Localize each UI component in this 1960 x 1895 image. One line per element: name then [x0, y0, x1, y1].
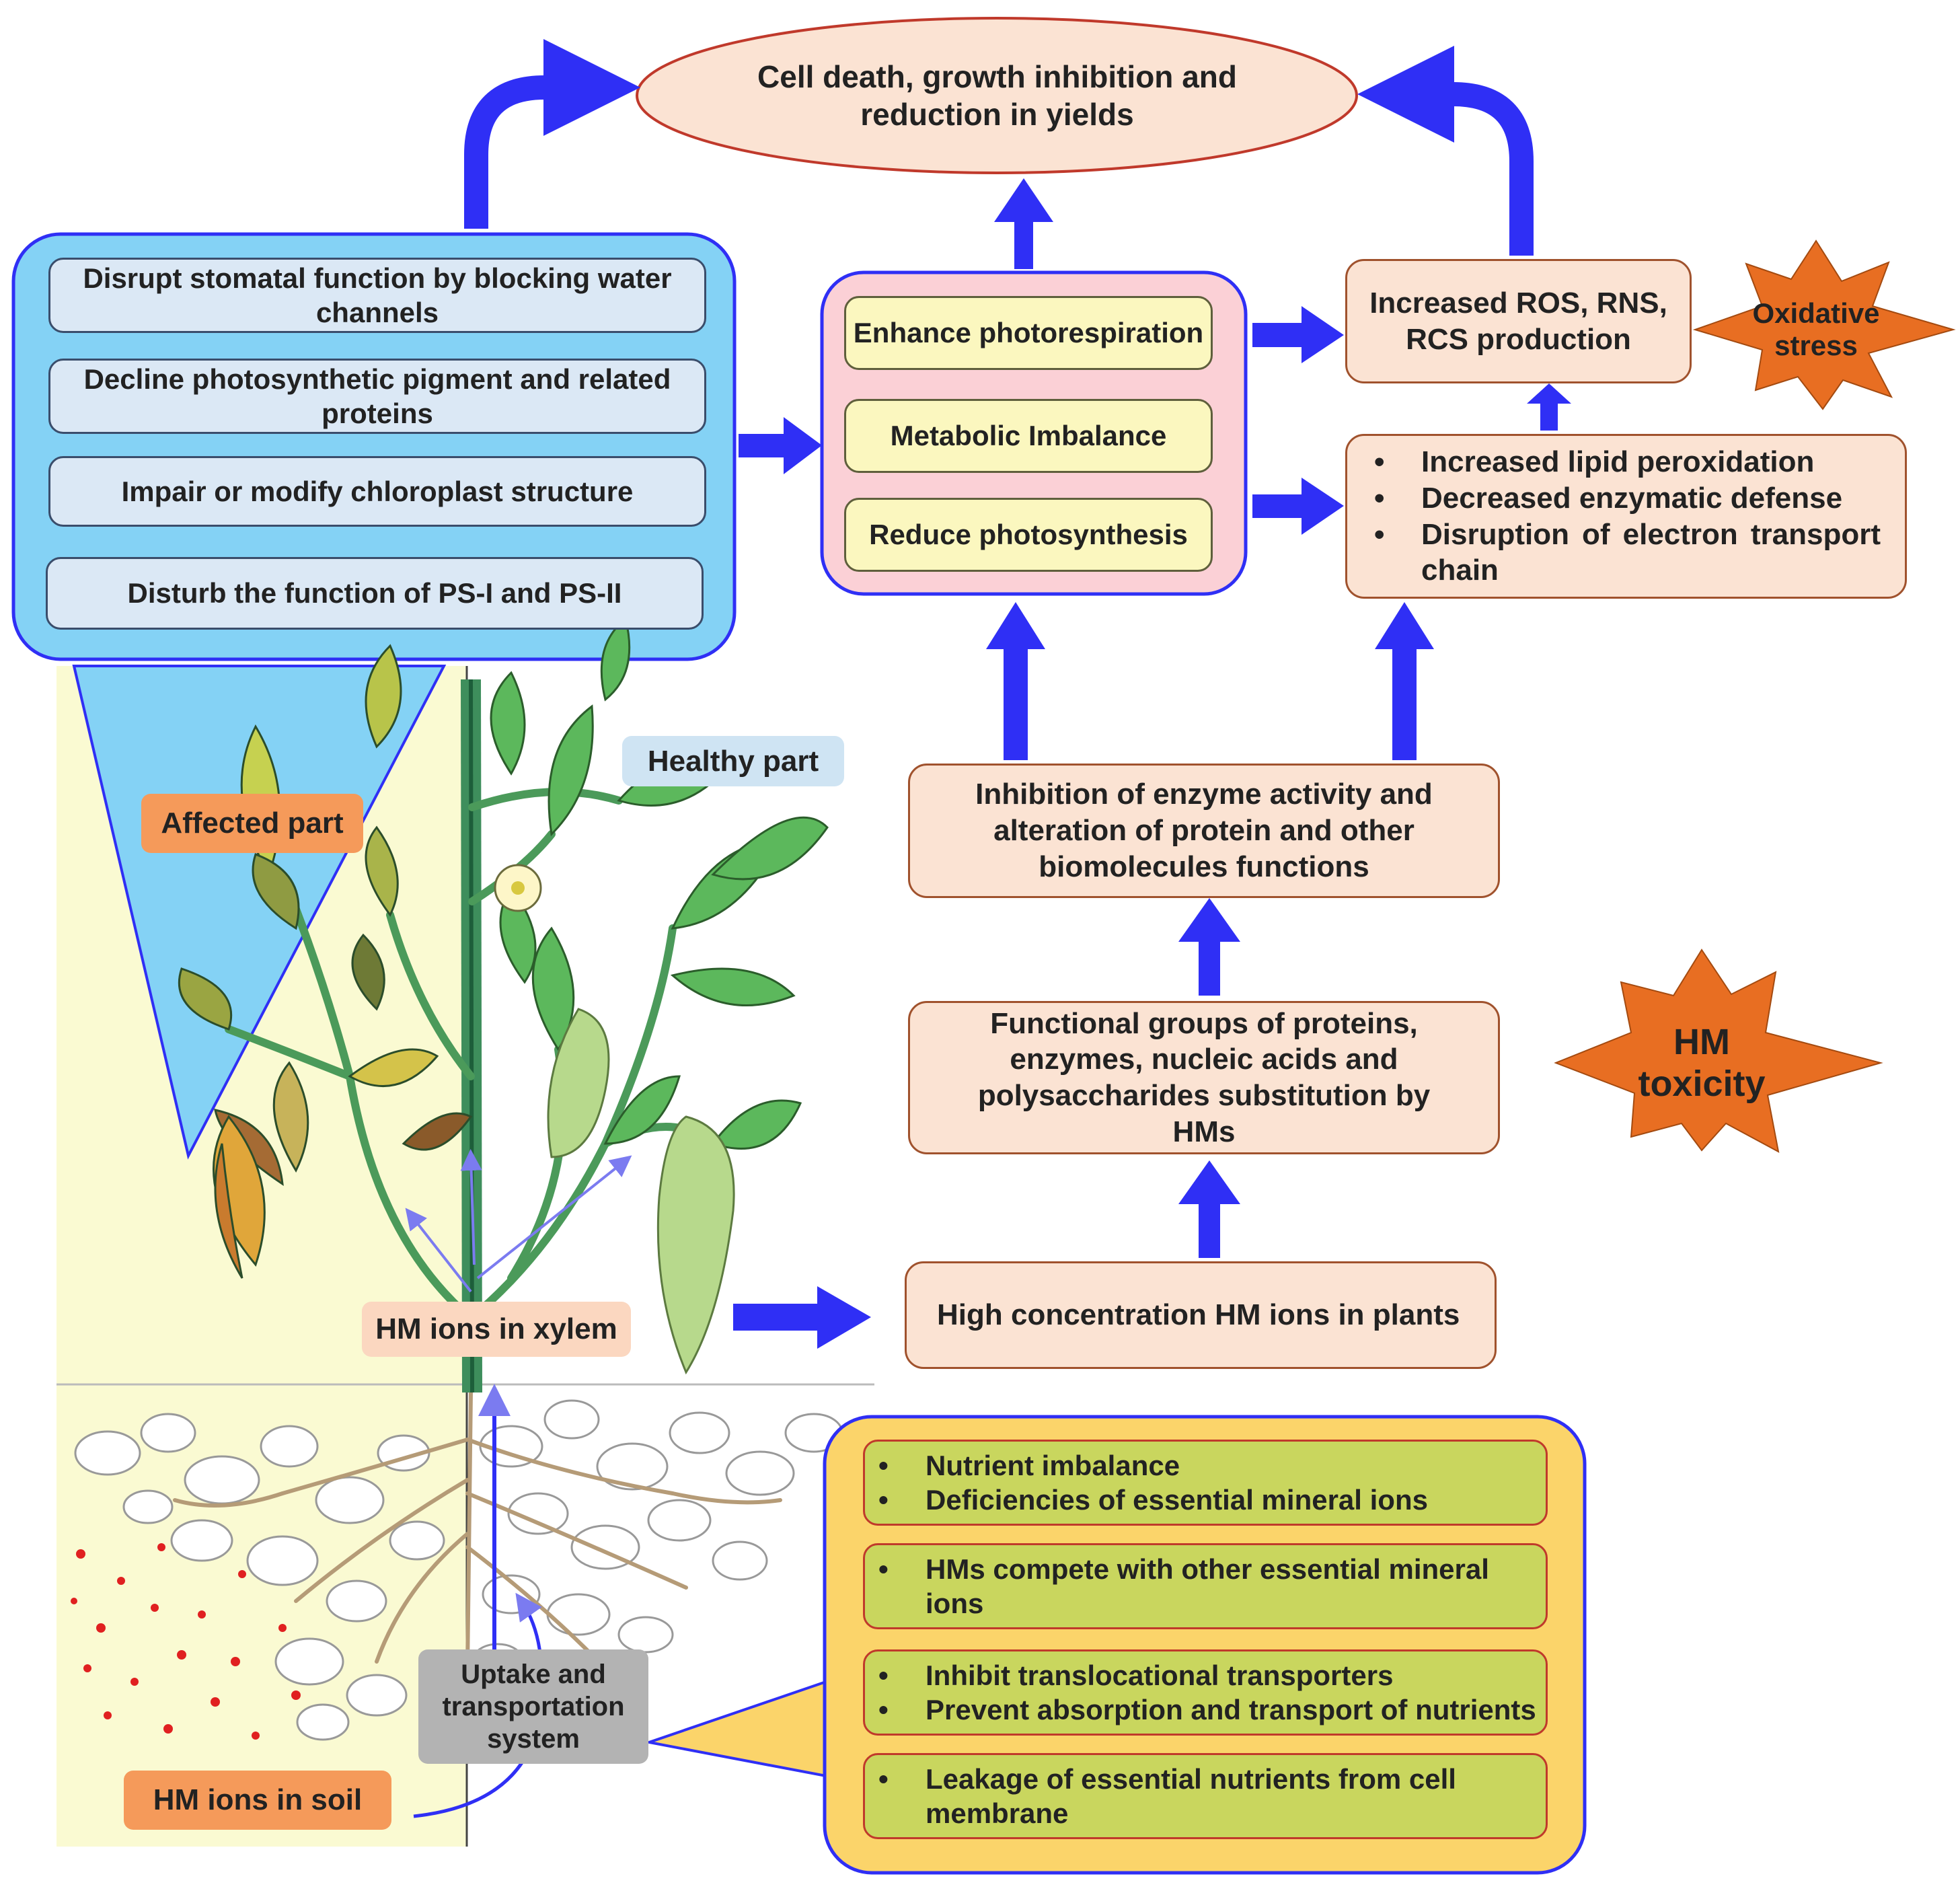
- functional-groups-box: Functional groups of proteins, enzymes, …: [908, 1001, 1500, 1154]
- lipid-effect-1: Increased lipid peroxidation: [1374, 444, 1881, 480]
- nutrient-effect-2a: HMs compete with other essential mineral…: [878, 1552, 1546, 1621]
- nutrient-effect-1a: Nutrient imbalance: [878, 1448, 1546, 1483]
- healthy-part-label: Healthy part: [622, 736, 844, 786]
- xylem-label: HM ions in xylem: [362, 1302, 631, 1357]
- peppers: [547, 1008, 735, 1375]
- hm-toxicity-burst: [1554, 949, 1883, 1153]
- uptake-label: Uptake and transportation system: [418, 1649, 648, 1764]
- nutrient-effect-3b: Prevent absorption and transport of nutr…: [878, 1693, 1546, 1727]
- curve-arrow-left: [464, 39, 640, 229]
- block-arrows: [733, 178, 1571, 1349]
- nutrient-effect-1: Nutrient imbalance Deficiencies of essen…: [863, 1440, 1548, 1526]
- photo-effect-2: Metabolic Imbalance: [844, 399, 1213, 473]
- nutrient-effect-3a: Inhibit translocational transporters: [878, 1658, 1546, 1693]
- chloroplast-panel: [11, 232, 737, 661]
- nutrient-effect-4: Leakage of essential nutrients from cell…: [863, 1753, 1548, 1839]
- yellow-callout-pointer: [644, 1680, 827, 1778]
- high-concentration-box: High concentration HM ions in plants: [905, 1261, 1497, 1369]
- enzyme-box: Inhibition of enzyme activity and altera…: [908, 764, 1500, 898]
- hm-ion-dots: [71, 1543, 301, 1740]
- lipid-effect-2: Decreased enzymatic defense: [1374, 480, 1881, 517]
- soil-pebbles: [74, 1399, 843, 1741]
- outcome-text: Cell death, growth inhibition and reduct…: [740, 48, 1254, 143]
- lipid-effect-3: Disruption of electron transport chain: [1374, 517, 1881, 589]
- lipid-effects-list: Increased lipid peroxidation Decreased e…: [1374, 444, 1881, 589]
- curve-arrow-right: [1357, 46, 1534, 256]
- soil-label: HM ions in soil: [124, 1771, 391, 1830]
- photo-effect-1: Enhance photorespiration: [844, 296, 1213, 370]
- outcome-label: Cell death, growth inhibition and reduct…: [757, 59, 1237, 132]
- healthy-leaves: [490, 617, 829, 1150]
- oxidative-stress-label: Oxidative stress: [1752, 297, 1880, 361]
- nutrient-effect-3: Inhibit translocational transporters Pre…: [863, 1649, 1548, 1736]
- chloroplast-effect-2: Decline photosynthetic pigment and relat…: [48, 359, 706, 434]
- affected-part-label: Affected part: [141, 794, 363, 853]
- plant-transport-arrows: [405, 1149, 632, 1293]
- blue-callout-pointer: [72, 665, 447, 1160]
- photo-effect-3: Reduce photosynthesis: [844, 498, 1213, 572]
- hm-toxicity-label: HM toxicity: [1638, 1022, 1766, 1104]
- ros-box: Increased ROS, RNS, RCS production: [1345, 259, 1692, 383]
- nutrient-effect-2: HMs compete with other essential mineral…: [863, 1543, 1548, 1629]
- pepper-flower: [494, 864, 542, 912]
- nutrient-effect-4a: Leakage of essential nutrients from cell…: [878, 1762, 1546, 1830]
- nutrient-effect-1b: Deficiencies of essential mineral ions: [878, 1483, 1546, 1517]
- oxidative-burst: [1692, 239, 1956, 410]
- chloroplast-effect-4: Disturb the function of PS-I and PS-II: [46, 557, 704, 630]
- lipid-effects-box: Increased lipid peroxidation Decreased e…: [1345, 434, 1907, 599]
- chloroplast-effect-3: Impair or modify chloroplast structure: [48, 456, 706, 527]
- chloroplast-effect-1: Disrupt stomatal function by blocking wa…: [48, 258, 706, 333]
